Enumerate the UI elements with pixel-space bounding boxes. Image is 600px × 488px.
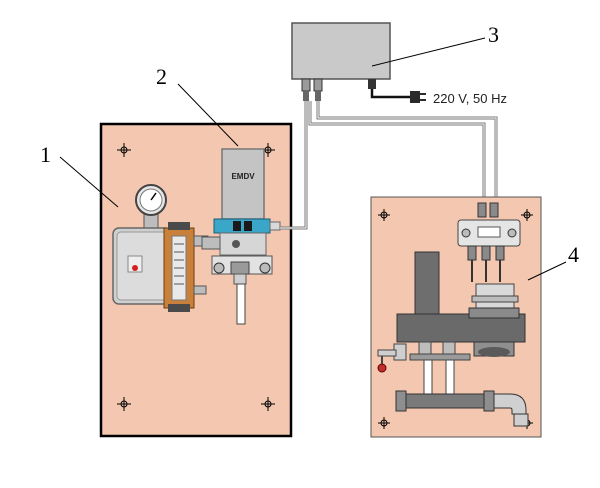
panel-1: EMDV — [99, 122, 293, 438]
callout-4: 4 — [568, 242, 579, 267]
emdv-valve: EMDV — [201, 148, 281, 325]
control-box — [291, 22, 426, 103]
callout-3: 3 — [488, 22, 499, 47]
callout-2: 2 — [156, 64, 167, 89]
power-supply-label: 220 V, 50 Hz — [433, 91, 507, 106]
pressure-gauge-icon — [135, 184, 167, 233]
callout-1: 1 — [40, 142, 51, 167]
emdv-label: EMDV — [231, 172, 255, 181]
flowmeter-unit — [112, 222, 209, 312]
callouts: 1 2 3 4 — [40, 22, 579, 281]
mounting-hole-icon — [117, 143, 275, 411]
panel-4 — [370, 196, 542, 438]
